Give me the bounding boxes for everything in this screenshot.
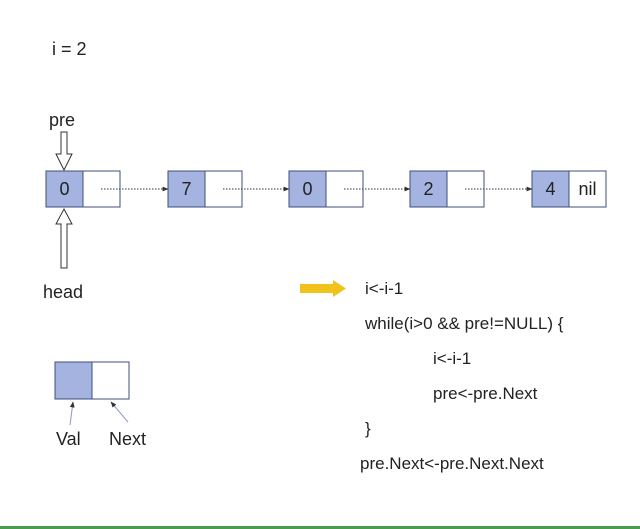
code-line-6: pre.Next<-pre.Next.Next <box>360 454 544 473</box>
code-line-4: pre<-pre.Next <box>433 384 538 403</box>
list-node-0: 0 <box>45 170 121 208</box>
legend-next-cell <box>91 361 130 400</box>
legend-val-cell <box>54 361 93 400</box>
node-1-val: 7 <box>181 179 191 199</box>
code-line-5: } <box>365 419 371 438</box>
node-4-next: nil <box>578 179 596 199</box>
node-3-val-cell <box>409 170 448 208</box>
legend-val-label: Val <box>56 429 81 449</box>
list-node-3: 2 <box>409 170 485 208</box>
node-2-val: 0 <box>302 179 312 199</box>
bottom-border <box>0 526 640 529</box>
node-4-val-cell <box>531 170 570 208</box>
index-label: i = 2 <box>52 39 87 59</box>
head-pointer-arrow <box>55 207 73 269</box>
list-node-2: 0 <box>288 170 364 208</box>
head-label: head <box>43 282 84 302</box>
legend-next-pointer <box>110 401 129 423</box>
code-line-1: i<-i-1 <box>365 279 404 298</box>
node-3-val: 2 <box>423 179 433 199</box>
node-4-val: 4 <box>545 179 555 199</box>
legend-node <box>54 361 130 426</box>
node-2-val-cell <box>288 170 327 208</box>
pre-label: pre <box>49 110 76 130</box>
code-line-3: i<-i-1 <box>433 349 472 368</box>
node-0-val: 0 <box>59 179 69 199</box>
list-node-4: 4 nil <box>531 170 607 208</box>
legend-val-pointer <box>69 401 75 426</box>
legend-next-label: Next <box>109 429 147 449</box>
pre-pointer-arrow <box>55 131 73 172</box>
code-line-2: while(i>0 && pre!=NULL) { <box>365 314 564 333</box>
node-4-next-cell <box>568 170 607 208</box>
current-line-arrow <box>300 280 346 297</box>
list-node-1: 7 <box>167 170 243 208</box>
